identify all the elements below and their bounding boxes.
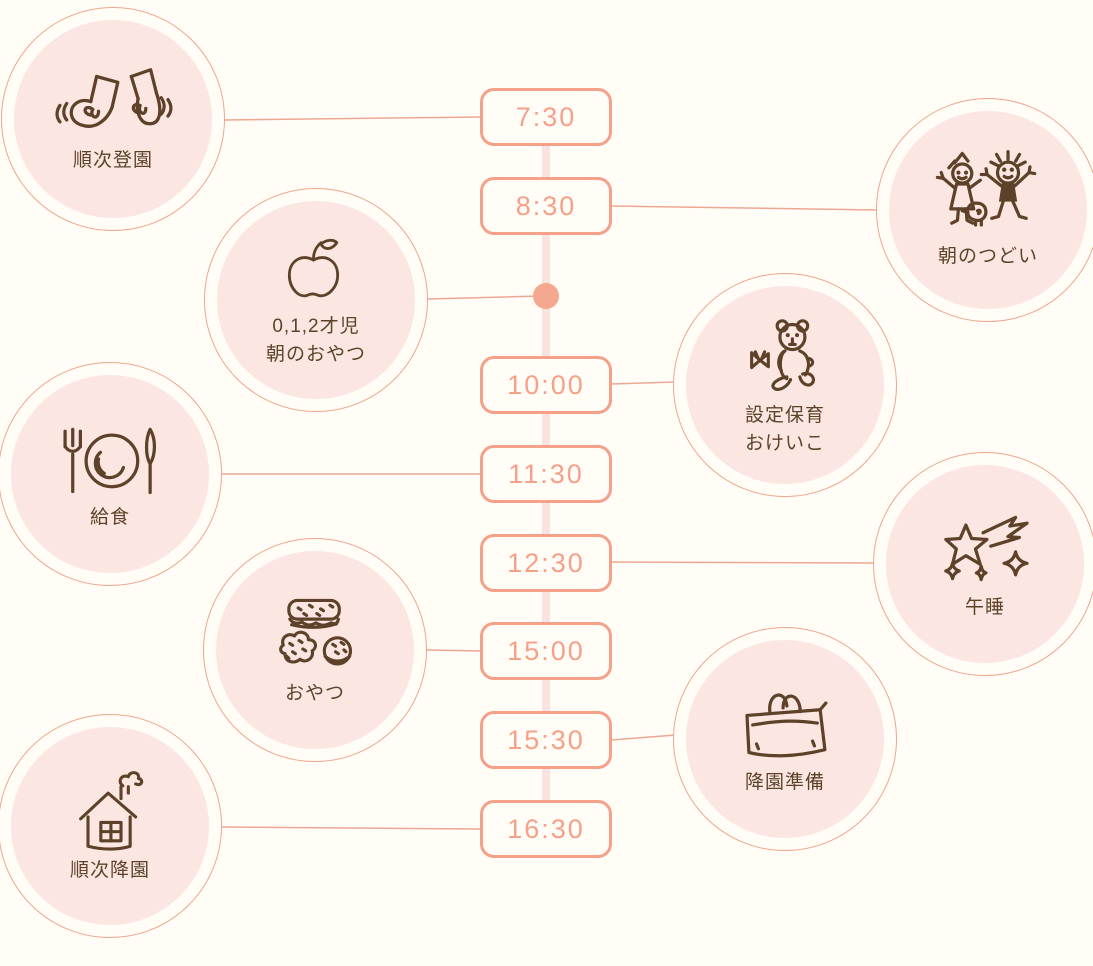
- activity-nap: 午睡: [873, 452, 1093, 676]
- activity-label: おけいこ: [744, 433, 825, 454]
- time-label: 15:00: [507, 635, 585, 666]
- connector-15-30: [610, 734, 677, 741]
- time-label: 7:30: [515, 101, 577, 132]
- activity-label: 降園準備: [744, 771, 825, 793]
- time-label: 12:30: [507, 547, 585, 578]
- time-label: 8:30: [515, 190, 577, 221]
- time-label: 10:00: [507, 369, 585, 400]
- connector-16-30: [221, 826, 482, 830]
- connector-15-00: [426, 649, 482, 652]
- time-badge-12-30: 12:30: [480, 534, 612, 592]
- time-badge-7-30: 7:30: [480, 88, 612, 146]
- activity-label: 給食: [89, 506, 130, 528]
- children-icon: [926, 149, 1050, 241]
- bag-icon: [728, 681, 842, 767]
- time-label: 16:30: [507, 813, 585, 844]
- connector-dot: [427, 295, 541, 300]
- time-label: 11:30: [508, 458, 584, 489]
- activity-afternoon-snack: おやつ: [203, 538, 427, 762]
- activity-school-lunch: 給食: [0, 362, 222, 586]
- shoes-icon: [49, 63, 177, 145]
- apple-icon: [266, 231, 366, 311]
- connector-7-30: [221, 116, 482, 121]
- activity-label: 順次降園: [69, 859, 150, 881]
- time-badge-11-30: 11:30: [480, 445, 612, 503]
- activity-label: おやつ: [284, 682, 345, 704]
- activity-departure-prep: 降園準備: [673, 627, 897, 851]
- shooting-star-icon: [927, 506, 1043, 592]
- cookies-icon: [259, 592, 371, 678]
- activity-label: 設定保育: [744, 404, 825, 426]
- time-badge-16-30: 16:30: [480, 800, 612, 858]
- activity-label: 朝のつどい: [937, 245, 1038, 267]
- time-badge-15-30: 15:30: [480, 711, 612, 769]
- activity-label: 順次登園: [72, 149, 153, 171]
- time-badge-8-30: 8:30: [480, 177, 612, 235]
- meal-icon: [49, 416, 171, 502]
- teddy-bear-icon: [729, 312, 841, 400]
- house-icon: [55, 767, 165, 855]
- connector-10-00: [610, 381, 677, 385]
- time-label: 15:30: [507, 724, 585, 755]
- timeline-dot: [533, 283, 559, 309]
- activity-sequential-departure: 順次降園: [0, 714, 222, 938]
- time-badge-10-00: 10:00: [480, 356, 612, 414]
- connector-12-30: [610, 561, 877, 564]
- activity-label: 朝のおやつ: [265, 344, 366, 365]
- activity-sequential-arrival: 順次登園: [1, 7, 225, 231]
- activity-morning-gathering: 朝のつどい: [876, 98, 1093, 322]
- activity-infant-morning-snack: 0,1,2才児 朝のおやつ: [204, 188, 428, 412]
- activity-label: 0,1,2才児: [272, 315, 360, 337]
- time-badge-15-00: 15:00: [480, 622, 612, 680]
- connector-8-30: [610, 205, 879, 211]
- activity-guided-play-lessons: 設定保育 おけいこ: [673, 273, 897, 497]
- activity-label: 午睡: [964, 596, 1005, 618]
